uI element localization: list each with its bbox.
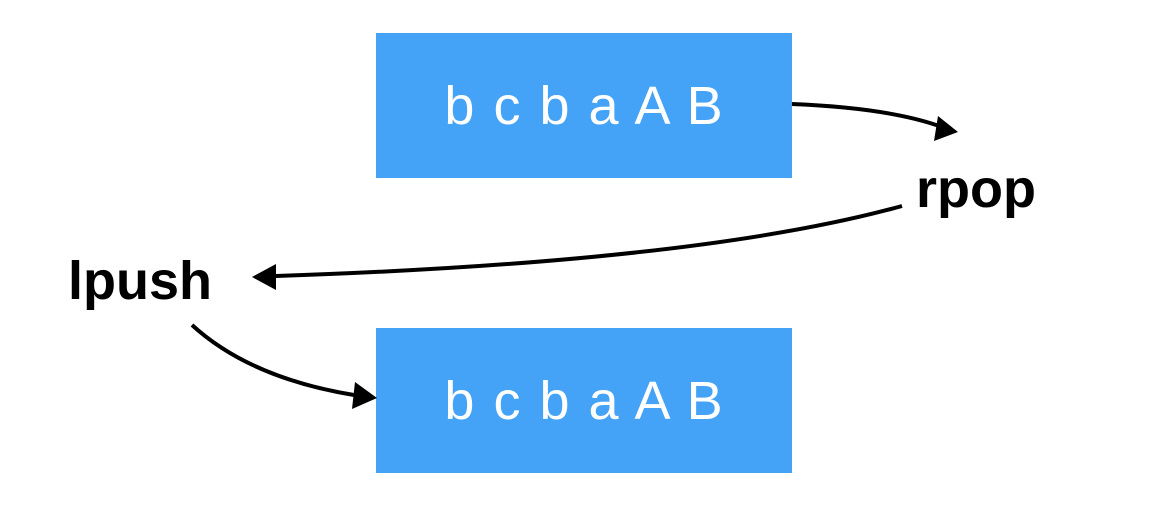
list-before: b c b a A B bbox=[376, 33, 792, 178]
list-after-items: b c b a A B bbox=[444, 370, 724, 431]
rpop-label: rpop bbox=[916, 159, 1036, 219]
list-after: b c b a A B bbox=[376, 328, 792, 473]
lpush-label: lpush bbox=[68, 251, 212, 311]
arrowhead-list-after bbox=[352, 382, 377, 409]
arrowhead-rpop bbox=[934, 116, 958, 141]
arrow-to-lpush bbox=[275, 204, 903, 278]
list-before-items: b c b a A B bbox=[444, 75, 724, 136]
arrow-to-rpop bbox=[791, 102, 943, 129]
arrowhead-lpush bbox=[252, 264, 276, 290]
arrow-to-list-after bbox=[190, 323, 355, 397]
